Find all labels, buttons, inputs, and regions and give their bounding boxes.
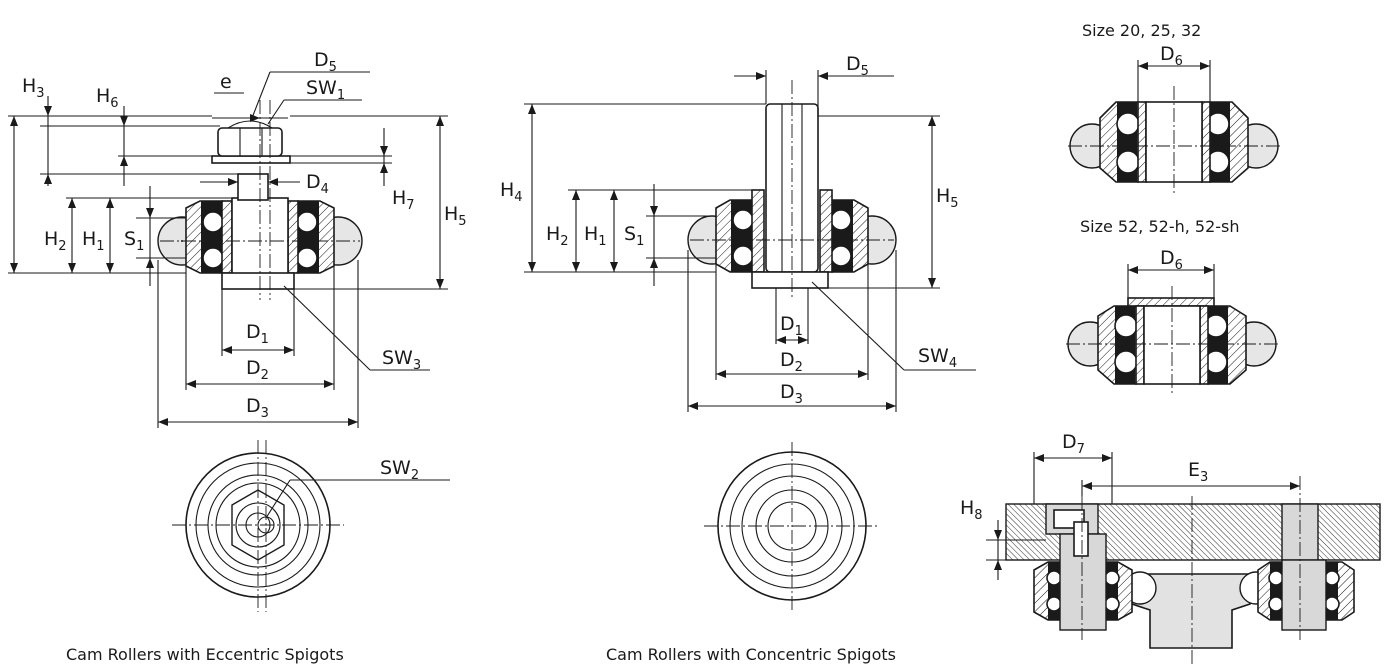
label-H3: H3 xyxy=(22,75,45,101)
label-D3: D3 xyxy=(246,395,269,421)
size-variant-top xyxy=(1068,60,1280,194)
mounting-assembly xyxy=(986,452,1381,664)
label-D2: D2 xyxy=(780,349,803,375)
label-H1: H1 xyxy=(584,223,607,249)
label-e: e xyxy=(220,71,232,93)
label-SW4: SW4 xyxy=(918,345,957,371)
label-D6-mid: D6 xyxy=(1160,247,1183,273)
label-H2: H2 xyxy=(44,228,67,254)
label-E3: E3 xyxy=(1188,459,1208,485)
label-D2: D2 xyxy=(246,357,269,383)
concentric-roller-section xyxy=(524,70,976,612)
eccentric-roller-section xyxy=(8,71,450,612)
size-variant-mid xyxy=(1066,264,1278,396)
label-D3: D3 xyxy=(780,381,803,407)
size-caption-52: Size 52, 52-h, 52-sh xyxy=(1080,217,1240,236)
label-H7: H7 xyxy=(392,187,415,213)
label-H6: H6 xyxy=(96,85,119,111)
label-D1: D1 xyxy=(246,321,269,347)
label-D1: D1 xyxy=(780,313,803,339)
label-H8: H8 xyxy=(960,497,983,523)
label-H4: H4 xyxy=(500,179,523,205)
label-SW3: SW3 xyxy=(382,347,421,373)
size-labels: Size 20, 25, 32 D6 Size 52, 52-h, 52-sh … xyxy=(960,21,1240,523)
label-H1: H1 xyxy=(82,228,105,254)
label-SW1: SW1 xyxy=(306,77,345,103)
eccentric-labels: H3 H6 e D5 SW1 D4 H7 H5 H2 H1 S1 D1 SW3 … xyxy=(22,49,467,483)
label-H5: H5 xyxy=(936,185,959,211)
label-S1: S1 xyxy=(124,228,144,254)
label-S1: S1 xyxy=(624,223,644,249)
label-H5: H5 xyxy=(444,203,467,229)
label-H2: H2 xyxy=(546,223,569,249)
label-D4: D4 xyxy=(306,171,329,197)
label-D5: D5 xyxy=(846,53,869,79)
label-D5: D5 xyxy=(314,49,337,75)
label-D6-top: D6 xyxy=(1160,43,1183,69)
caption-concentric: Cam Rollers with Concentric Spigots xyxy=(606,645,896,664)
size-caption-20-25-32: Size 20, 25, 32 xyxy=(1082,21,1201,40)
concentric-labels: D5 H4 H5 H2 H1 S1 D1 SW4 D2 D3 xyxy=(500,53,959,407)
caption-eccentric: Cam Rollers with Eccentric Spigots xyxy=(66,645,344,664)
label-D7: D7 xyxy=(1062,431,1085,457)
label-SW2: SW2 xyxy=(380,457,419,483)
